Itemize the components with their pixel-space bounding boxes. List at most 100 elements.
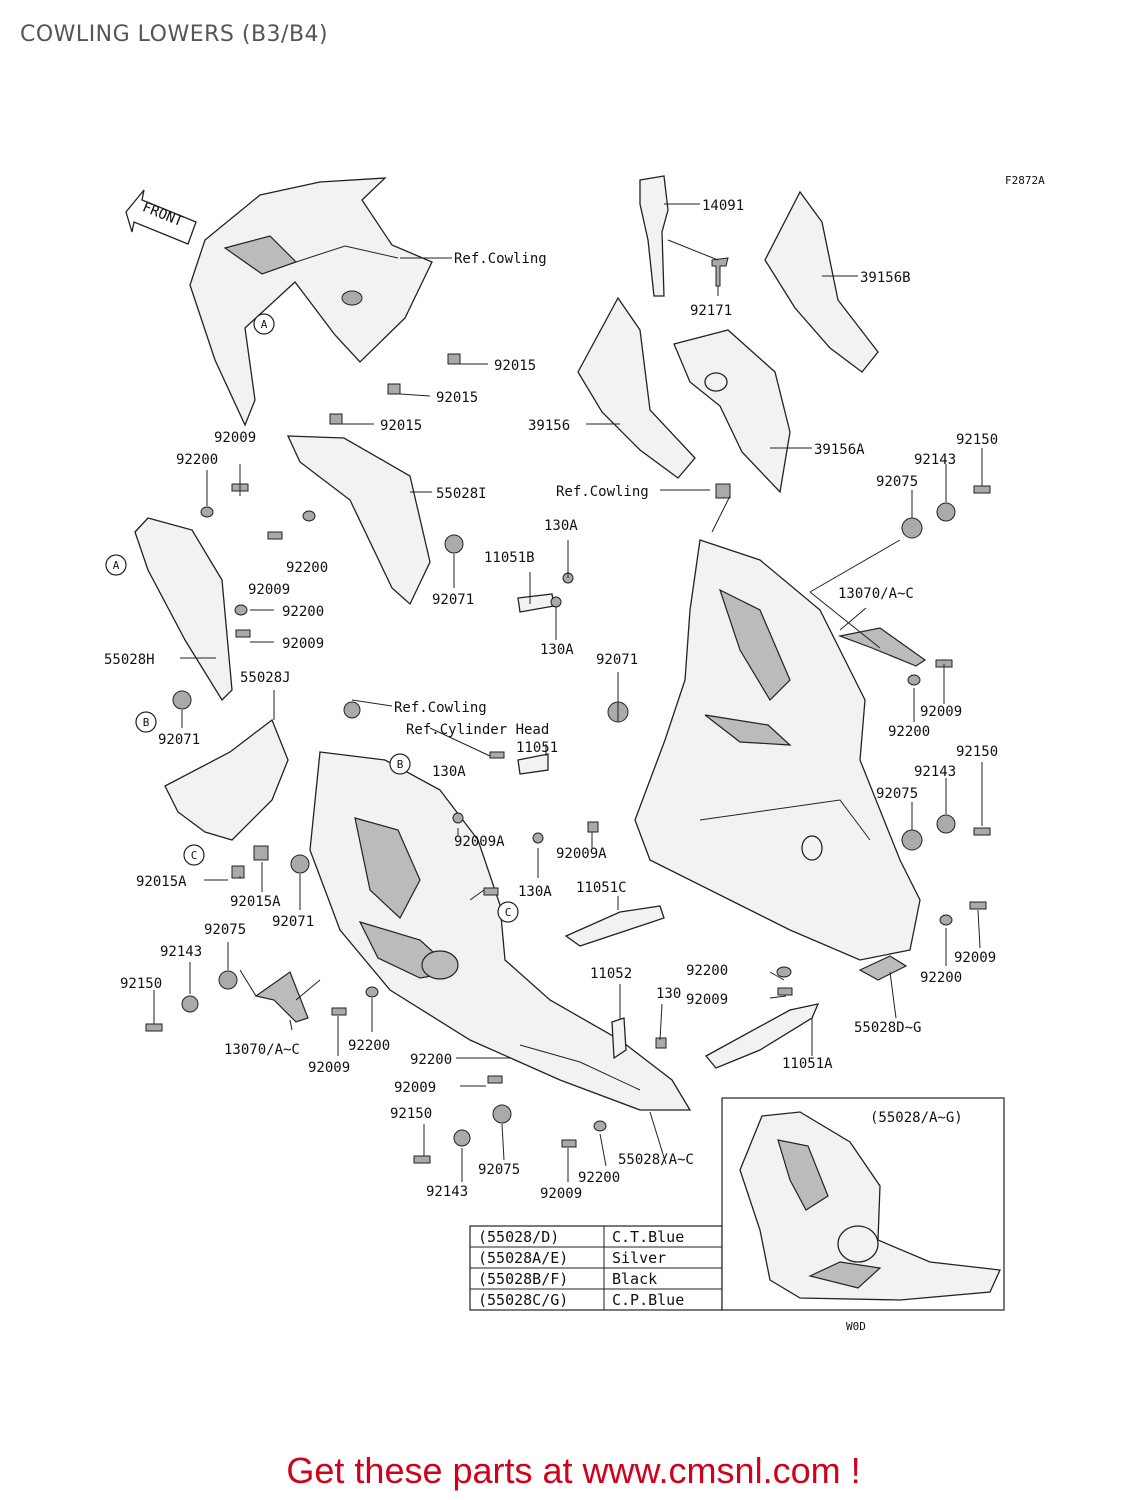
label-130a-2: 130A bbox=[540, 642, 574, 658]
table-color-2: Black bbox=[612, 1270, 657, 1288]
bracket-11051c bbox=[564, 905, 665, 947]
label-92075-1: 92075 bbox=[204, 922, 246, 938]
callout-b-left: B bbox=[135, 711, 157, 733]
label-92143-1: 92143 bbox=[160, 944, 202, 960]
callout-c-center: C bbox=[497, 901, 519, 923]
label-13070-right: 13070/A~C bbox=[838, 586, 914, 602]
label-11051b: 11051B bbox=[484, 550, 535, 566]
table-part-1: (55028A/E) bbox=[478, 1249, 568, 1267]
bracket-11052 bbox=[611, 1017, 627, 1060]
label-130a-1: 130A bbox=[544, 518, 578, 534]
inset-panel: (55028/A~G) W0D bbox=[721, 1097, 1005, 1333]
label-92071-4: 92071 bbox=[272, 914, 314, 930]
duct-55028j bbox=[164, 718, 289, 841]
table-part-3: (55028C/G) bbox=[478, 1291, 568, 1309]
label-92143-2: 92143 bbox=[426, 1184, 468, 1200]
label-92150-1: 92150 bbox=[120, 976, 162, 992]
label-92009-2: 92009 bbox=[248, 582, 290, 598]
label-92200-1: 92200 bbox=[176, 452, 218, 468]
inset-title: (55028/A~G) bbox=[870, 1110, 963, 1126]
label-130a-3: 130A bbox=[432, 764, 466, 780]
label-92075-2: 92075 bbox=[478, 1162, 520, 1178]
bracket-11051 bbox=[517, 753, 549, 775]
label-92200-4: 92200 bbox=[348, 1038, 390, 1054]
label-11051c: 11051C bbox=[576, 880, 627, 896]
label-92009-9: 92009 bbox=[954, 950, 996, 966]
callout-c-left: C bbox=[183, 844, 205, 866]
label-55028i: 55028I bbox=[436, 486, 487, 502]
label-92071-1: 92071 bbox=[432, 592, 474, 608]
svg-text:B: B bbox=[397, 758, 404, 771]
svg-text:A: A bbox=[261, 318, 268, 331]
label-11051a: 11051A bbox=[782, 1056, 833, 1072]
svg-text:B: B bbox=[143, 716, 150, 729]
bracket-14091 bbox=[639, 175, 729, 297]
label-39156a: 39156A bbox=[814, 442, 865, 458]
front-arrow-icon: FRONT bbox=[125, 189, 197, 245]
label-92015-2: 92015 bbox=[436, 390, 478, 406]
inner-panel-55028i bbox=[286, 435, 431, 606]
svg-text:C: C bbox=[505, 906, 512, 919]
label-92071-2: 92071 bbox=[158, 732, 200, 748]
label-92009-4: 92009 bbox=[308, 1060, 350, 1076]
pad-39156a bbox=[673, 329, 791, 494]
label-92015-3: 92015 bbox=[380, 418, 422, 434]
label-92171: 92171 bbox=[690, 303, 732, 319]
label-92015a-2: 92015A bbox=[230, 894, 281, 910]
label-55028j: 55028J bbox=[240, 670, 291, 686]
label-92015-1: 92015 bbox=[494, 358, 536, 374]
label-92143-4: 92143 bbox=[914, 764, 956, 780]
label-92200-7: 92200 bbox=[686, 963, 728, 979]
label-92200-2: 92200 bbox=[286, 560, 328, 576]
page-title: COWLING LOWERS (B3/B4) bbox=[20, 22, 329, 47]
label-92009-7: 92009 bbox=[686, 992, 728, 1008]
leader-lines bbox=[153, 203, 983, 1182]
lower-cowling-right bbox=[634, 539, 921, 961]
label-92200-8: 92200 bbox=[888, 724, 930, 740]
label-130: 130 bbox=[656, 986, 681, 1002]
label-11051: 11051 bbox=[516, 740, 558, 756]
label-130a-4: 130A bbox=[518, 884, 552, 900]
inset-caption: W0D bbox=[846, 1320, 866, 1333]
svg-text:A: A bbox=[113, 559, 120, 572]
label-55028h: 55028H bbox=[104, 652, 155, 668]
callout-a-left: A bbox=[105, 554, 127, 576]
trim-55028dg bbox=[858, 955, 908, 981]
label-ref-cowling-low: Ref.Cowling bbox=[394, 700, 487, 716]
label-92009-5: 92009 bbox=[394, 1080, 436, 1096]
inner-panel-55028h bbox=[134, 517, 233, 702]
label-13070-left: 13070/A~C bbox=[224, 1042, 300, 1058]
label-ref-cylinder-head: Ref.Cylinder Head bbox=[406, 722, 549, 738]
label-92150-2: 92150 bbox=[390, 1106, 432, 1122]
label-92200-3: 92200 bbox=[282, 604, 324, 620]
footer-cta-link[interactable]: Get these parts at www.cmsnl.com ! bbox=[286, 1450, 861, 1491]
figure-code: F2872A bbox=[1005, 174, 1045, 187]
label-39156: 39156 bbox=[528, 418, 570, 434]
color-table: (55028/D) C.T.Blue (55028A/E) Silver (55… bbox=[469, 1225, 723, 1311]
label-39156b: 39156B bbox=[860, 270, 911, 286]
label-92143-3: 92143 bbox=[914, 452, 956, 468]
label-92150-4: 92150 bbox=[956, 744, 998, 760]
label-55028dg: 55028D~G bbox=[854, 1020, 921, 1036]
table-part-2: (55028B/F) bbox=[478, 1270, 568, 1288]
label-ref-cowling-mid: Ref.Cowling bbox=[556, 484, 649, 500]
pad-39156 bbox=[577, 296, 696, 479]
upper-cowling-ref bbox=[189, 177, 433, 427]
label-92075-4: 92075 bbox=[876, 786, 918, 802]
label-92009-6: 92009 bbox=[540, 1186, 582, 1202]
bracket-11051b bbox=[517, 593, 555, 613]
part-labels: Ref.Cowling 14091 92171 39156B 39156 391… bbox=[104, 198, 998, 1202]
label-92200-6: 92200 bbox=[578, 1170, 620, 1186]
table-color-3: C.P.Blue bbox=[612, 1291, 684, 1309]
label-92200-5: 92200 bbox=[410, 1052, 452, 1068]
pad-39156b bbox=[764, 190, 879, 373]
label-14091: 14091 bbox=[702, 198, 744, 214]
label-92200-9: 92200 bbox=[920, 970, 962, 986]
fasteners bbox=[145, 353, 991, 1164]
svg-text:C: C bbox=[191, 849, 198, 862]
label-92009a-2: 92009A bbox=[556, 846, 607, 862]
label-92009a-1: 92009A bbox=[454, 834, 505, 850]
label-92009-3: 92009 bbox=[282, 636, 324, 652]
callout-a-upper: A bbox=[253, 313, 275, 335]
